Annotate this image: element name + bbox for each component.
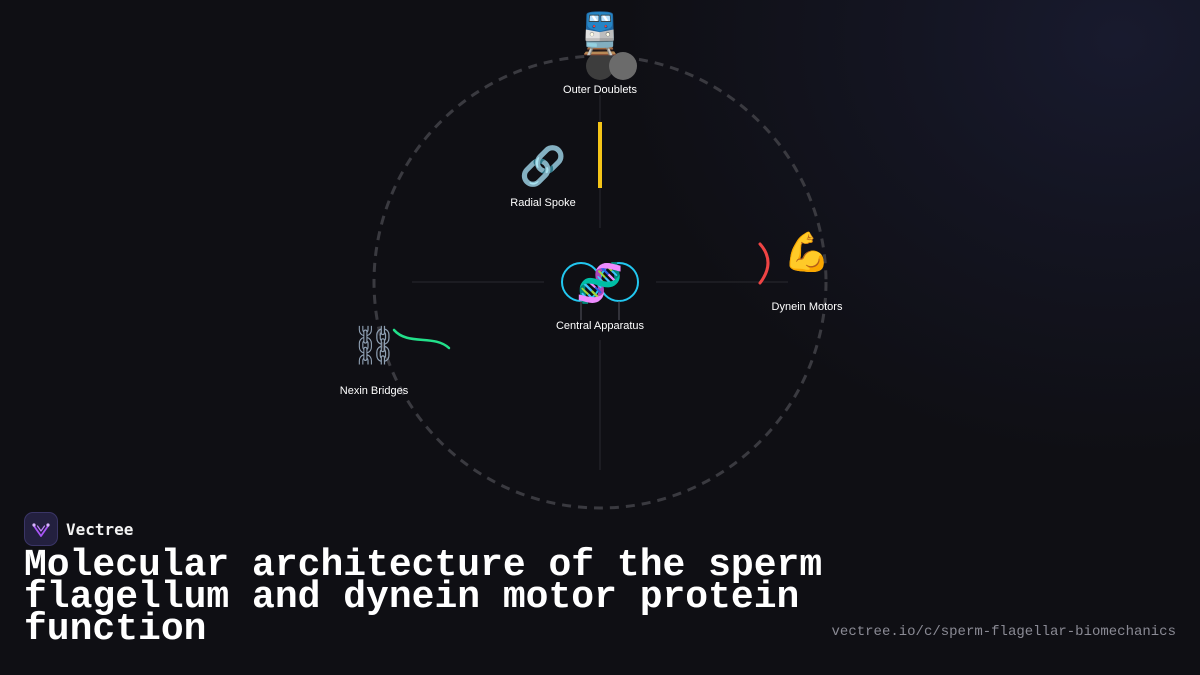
train-icon: 🚆 bbox=[575, 11, 625, 57]
link-icon: 🔗 bbox=[519, 144, 567, 188]
source-url: vectree.io/c/sperm-flagellar-biomechanic… bbox=[831, 624, 1176, 640]
outer-doublets-label: Outer Doublets bbox=[563, 84, 637, 96]
vectree-logo-mark bbox=[32, 523, 50, 537]
dna-icon: 🧬 bbox=[576, 261, 624, 305]
central-apparatus-label: Central Apparatus bbox=[555, 320, 645, 332]
page-title: Molecular architecture of the sperm flag… bbox=[24, 544, 823, 651]
dynein-arm bbox=[758, 242, 770, 285]
chains-icon: ⛓ bbox=[349, 323, 399, 367]
nexin-bridges-label: Nexin Bridges bbox=[339, 385, 409, 397]
radial-spoke-bar bbox=[598, 122, 602, 188]
flexed-biceps-icon: 💪 bbox=[783, 230, 831, 274]
brand: Vectree bbox=[24, 512, 133, 546]
outer-doublet-a-tubule bbox=[586, 52, 614, 80]
dynein-motors-label: Dynein Motors bbox=[771, 301, 843, 313]
nexin-link bbox=[392, 328, 451, 350]
vectree-logo-icon bbox=[24, 512, 58, 546]
outer-doublet-b-tubule bbox=[609, 52, 637, 80]
brand-name: Vectree bbox=[66, 519, 134, 539]
radial-spoke-label: Radial Spoke bbox=[510, 197, 576, 209]
